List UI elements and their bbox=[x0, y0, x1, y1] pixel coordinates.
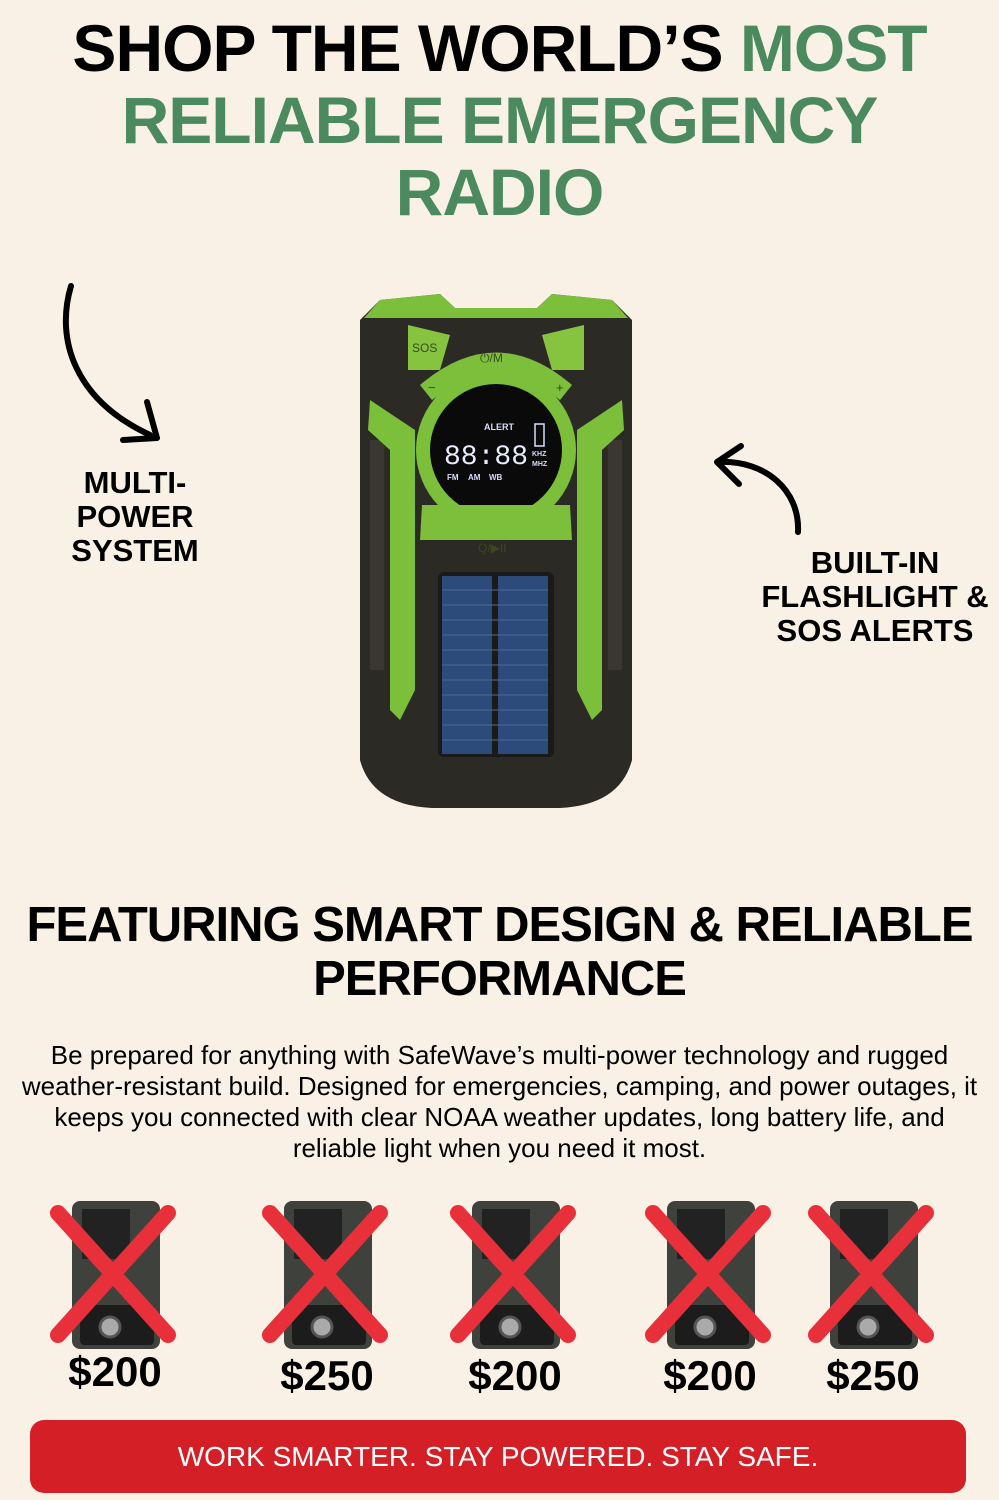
headline: SHOP THE WORLD’S MOST RELIABLE EMERGENCY… bbox=[0, 12, 999, 228]
callout-line: SOS ALERTS bbox=[776, 613, 974, 648]
crossed-out-radio-icon bbox=[645, 1201, 771, 1349]
headline-part2: MOST bbox=[739, 11, 928, 85]
power-mode-label: ⏻/M bbox=[480, 351, 503, 365]
callout-line: POWER bbox=[76, 499, 194, 534]
radio-product-image: SOS ⏻/M − + ALERT 88:88 FM AM WB KHZ MHZ… bbox=[360, 294, 632, 808]
band-am: AM bbox=[468, 473, 481, 482]
competitor-item bbox=[50, 1195, 180, 1365]
curved-arrow-icon bbox=[714, 443, 802, 535]
competitor-item bbox=[450, 1195, 580, 1365]
features-heading-line1: FEATURING SMART DESIGN & RELIABLE bbox=[26, 898, 973, 952]
scan-play-label: Q/▶II bbox=[478, 541, 507, 555]
callout-line: BUILT-IN bbox=[810, 545, 940, 580]
crossed-out-radio-icon bbox=[450, 1201, 576, 1349]
features-paragraph: Be prepared for anything with SafeWave’s… bbox=[21, 1040, 978, 1163]
unit-mhz: MHZ bbox=[532, 461, 548, 468]
callout-line: FLASHLIGHT & bbox=[761, 579, 989, 614]
headline-line3: RADIO bbox=[395, 155, 605, 229]
crossed-out-radio-icon bbox=[262, 1201, 388, 1349]
callout-line: SYSTEM bbox=[71, 533, 199, 568]
band-fm: FM bbox=[447, 473, 459, 482]
curved-arrow-icon bbox=[62, 283, 160, 443]
headline-line2: RELIABLE EMERGENCY bbox=[121, 83, 879, 157]
minus-label: − bbox=[428, 380, 436, 395]
crossed-out-radio-icon bbox=[808, 1201, 934, 1349]
callout-multi-power: MULTI- POWER SYSTEM bbox=[40, 466, 230, 568]
battery-icon bbox=[534, 423, 545, 447]
competitor-price: $250 bbox=[826, 1352, 920, 1399]
plus-label: + bbox=[556, 380, 564, 395]
features-heading: FEATURING SMART DESIGN & RELIABLE PERFOR… bbox=[0, 898, 999, 1006]
display-time: 88:88 bbox=[444, 442, 528, 473]
competitor-item bbox=[645, 1195, 775, 1365]
callout-line: MULTI- bbox=[83, 465, 187, 500]
unit-khz: KHZ bbox=[532, 451, 547, 458]
crossed-out-radio-icon bbox=[50, 1201, 176, 1349]
cta-banner: WORK SMARTER. STAY POWERED. STAY SAFE. bbox=[30, 1420, 966, 1493]
competitor-price: $200 bbox=[468, 1352, 562, 1399]
competitor-price: $200 bbox=[68, 1348, 162, 1395]
competitor-item bbox=[262, 1195, 392, 1365]
competitor-price: $250 bbox=[280, 1352, 374, 1399]
display-alert: ALERT bbox=[484, 422, 514, 432]
competitor-price: $200 bbox=[663, 1352, 757, 1399]
sos-button-label: SOS bbox=[412, 341, 437, 355]
competitor-item bbox=[808, 1195, 938, 1365]
callout-flashlight-sos: BUILT-IN FLASHLIGHT & SOS ALERTS bbox=[750, 546, 999, 648]
features-heading-line2: PERFORMANCE bbox=[313, 952, 687, 1006]
headline-part1: SHOP THE WORLD’S bbox=[72, 11, 740, 85]
band-wb: WB bbox=[489, 473, 503, 482]
banner-text: WORK SMARTER. STAY POWERED. STAY SAFE. bbox=[177, 1440, 819, 1472]
